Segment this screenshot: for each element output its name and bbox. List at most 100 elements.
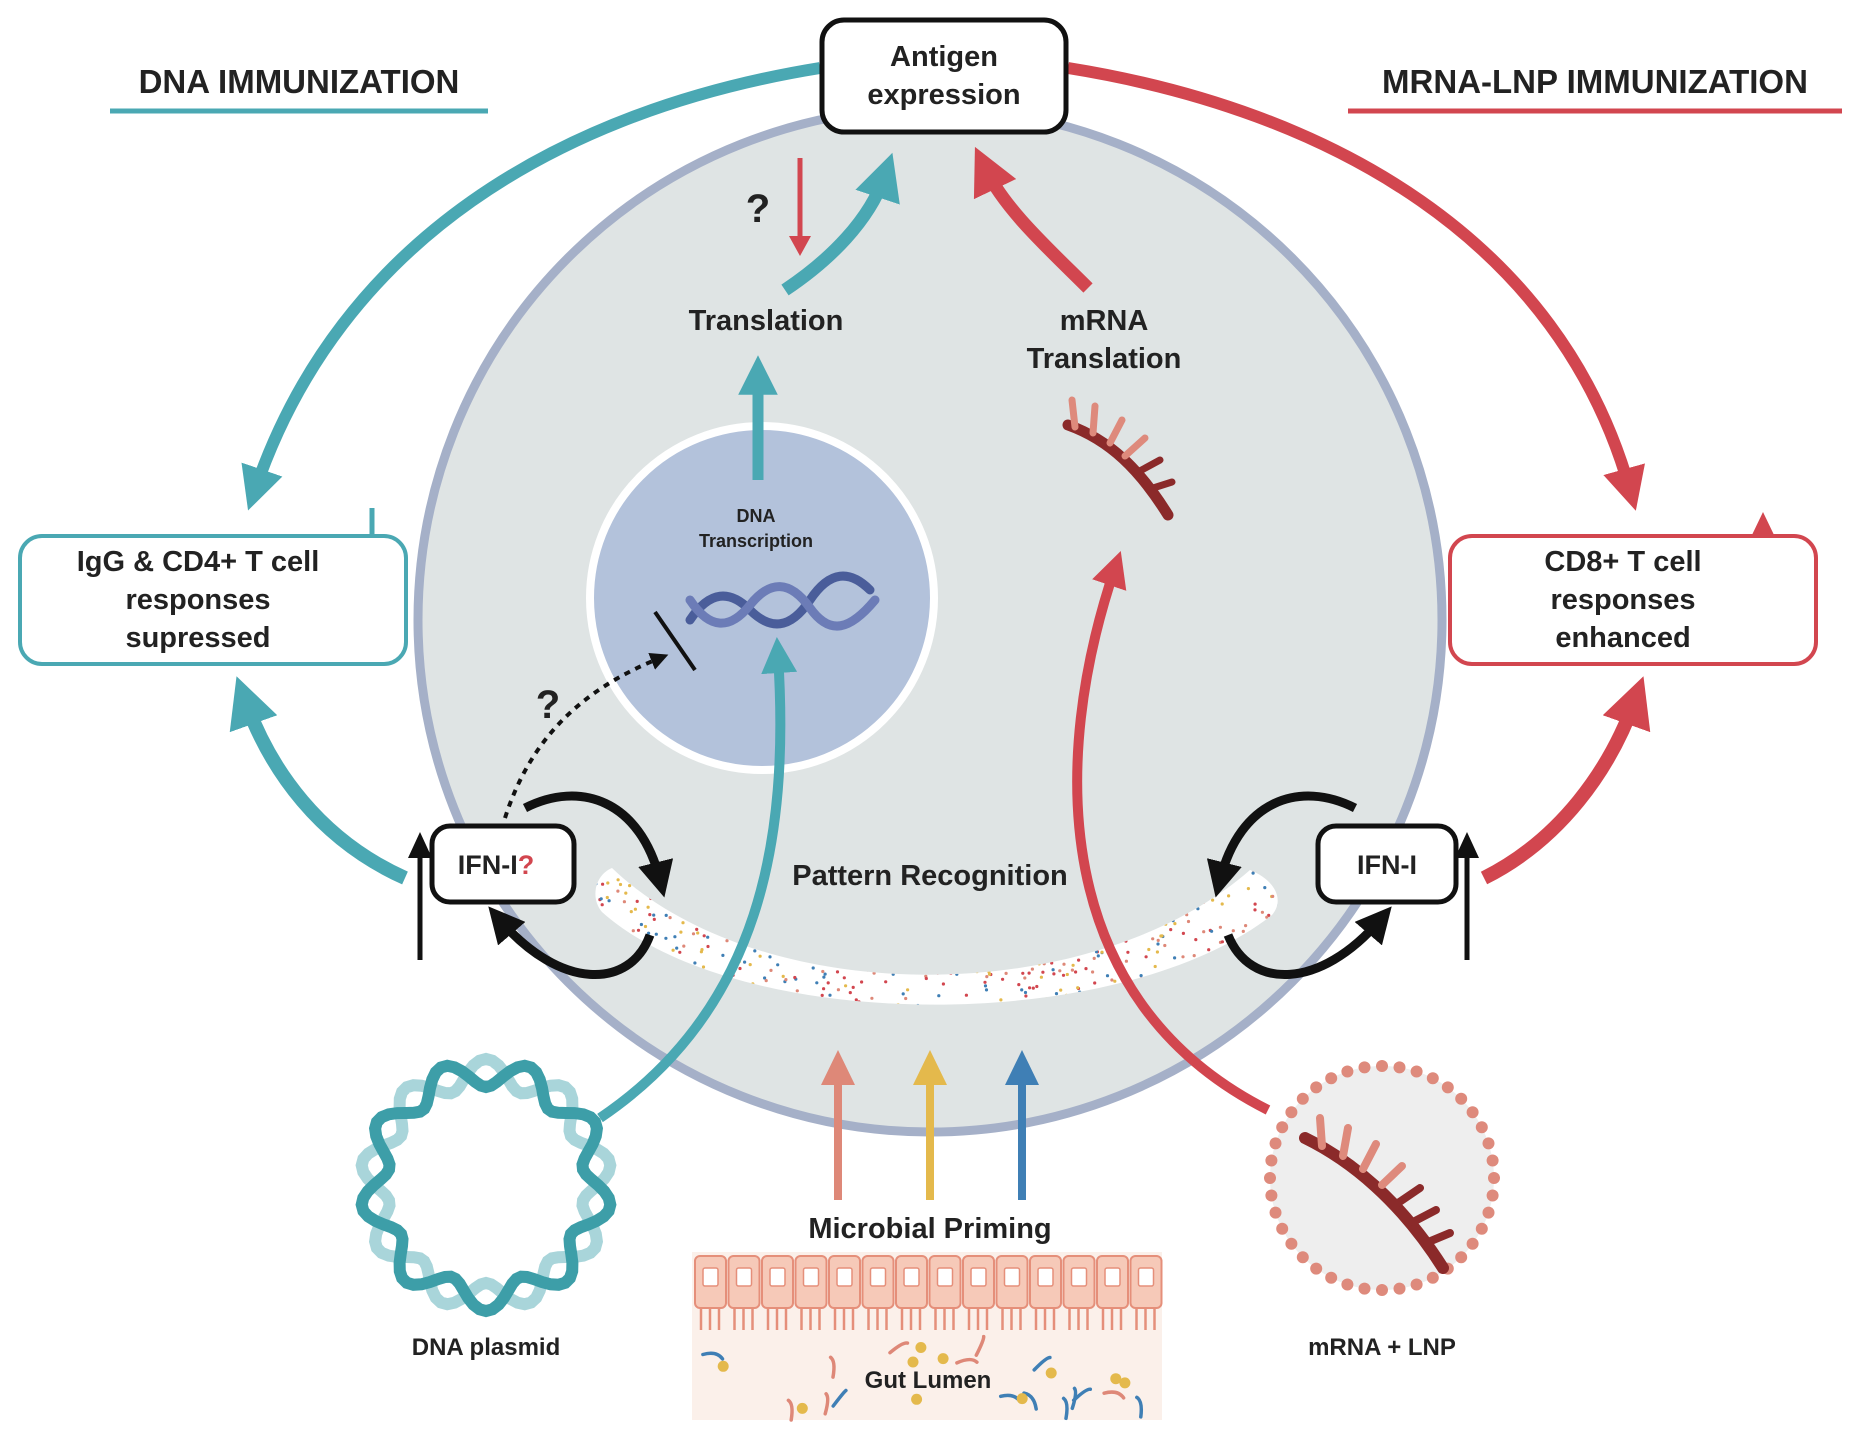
band-dot — [1054, 992, 1059, 996]
band-dot — [622, 900, 627, 904]
band-dot — [828, 993, 832, 997]
band-dot — [1231, 929, 1235, 933]
band-dot — [1210, 929, 1214, 933]
band-dot — [984, 988, 989, 992]
band-dot — [1093, 981, 1097, 985]
band-dot — [1074, 970, 1078, 974]
arrow-antigen-to-cd8 — [1067, 62, 1645, 511]
lipid-dot — [1269, 1137, 1282, 1150]
mrna-translation-line2: Translation — [1027, 343, 1182, 375]
band-dot — [815, 981, 819, 985]
band-dot — [1265, 915, 1269, 919]
band-dot — [639, 922, 644, 927]
band-dot — [1278, 1030, 1281, 1033]
band-dot — [1084, 967, 1088, 971]
microbe — [937, 1353, 949, 1365]
lipid-dot — [1410, 1278, 1423, 1291]
microbe — [701, 1351, 725, 1361]
band-dot — [764, 979, 768, 983]
band-dot — [1004, 971, 1008, 976]
lipid-dot — [1426, 1271, 1439, 1284]
lipid-dot — [1265, 1189, 1278, 1202]
epithelial-nucleus — [1070, 1267, 1088, 1287]
band-dot — [1173, 956, 1177, 960]
epithelial-nucleus — [903, 1267, 920, 1287]
microbe — [1110, 1373, 1122, 1385]
band-dot — [696, 931, 700, 935]
lipid-dot — [1466, 1106, 1479, 1119]
band-dot — [823, 972, 827, 976]
band-dot — [1028, 986, 1032, 990]
band-dot — [1268, 1010, 1271, 1013]
band-dot — [593, 1024, 596, 1027]
band-dot — [1241, 929, 1245, 934]
epithelial-nucleus — [936, 1267, 954, 1287]
band-dot — [695, 927, 699, 932]
band-dot — [822, 987, 826, 991]
microbe — [1045, 1367, 1057, 1379]
band-dot — [1030, 967, 1034, 971]
cd8-label-line1: CD8+ T cell — [1544, 546, 1701, 578]
band-dot — [781, 974, 785, 979]
microbe — [1022, 1391, 1038, 1411]
band-dot — [1153, 964, 1157, 969]
microbe — [828, 1355, 836, 1379]
mrna-header: MRNA-LNP IMMUNIZATION — [1382, 63, 1808, 100]
ifn-left-label: IFN-I? — [458, 850, 535, 880]
band-dot — [906, 988, 910, 992]
lipid-dot — [1265, 1154, 1278, 1167]
band-dot — [901, 992, 905, 996]
epithelial-nucleus — [735, 1267, 753, 1287]
antigen-label-line1: Antigen — [890, 41, 998, 73]
band-dot — [595, 1023, 598, 1026]
band-dot — [1051, 968, 1055, 972]
band-dot — [1271, 894, 1275, 899]
band-dot — [1218, 925, 1222, 929]
band-dot — [1196, 907, 1200, 911]
band-dot — [605, 895, 609, 900]
band-dot — [964, 993, 969, 997]
band-dot — [671, 948, 675, 952]
microbe — [1119, 1377, 1131, 1389]
lipid-dot — [1341, 1065, 1354, 1078]
band-dot — [1181, 931, 1185, 936]
microbe — [786, 1398, 794, 1422]
band-dot — [693, 961, 697, 965]
band-dot — [851, 985, 855, 990]
band-dot — [821, 969, 825, 974]
microbe — [1102, 1390, 1126, 1400]
igg-label-line3: supressed — [125, 622, 270, 654]
band-dot — [793, 975, 797, 980]
band-dot — [618, 882, 623, 887]
ifn-left-question-mark: ? — [518, 850, 535, 880]
band-dot — [758, 954, 762, 958]
band-dot — [795, 989, 799, 993]
band-dot — [1091, 970, 1095, 974]
band-dot — [681, 921, 685, 925]
microbe — [1135, 1395, 1144, 1419]
band-dot — [1021, 971, 1025, 975]
lipid-dot — [1310, 1081, 1323, 1094]
band-dot — [629, 910, 633, 914]
band-dot — [691, 932, 696, 936]
band-dot — [924, 976, 928, 981]
band-dot — [682, 944, 686, 948]
band-dot — [999, 998, 1003, 1002]
band-dot — [1110, 978, 1114, 982]
band-dot — [1031, 986, 1035, 990]
band-dot — [1270, 1011, 1273, 1014]
pattern-recognition-label: Pattern Recognition — [792, 860, 1068, 892]
band-dot — [1061, 973, 1066, 977]
band-dot — [1244, 924, 1248, 928]
band-dot — [826, 981, 830, 985]
arrow-ifn-to-cd8 — [1480, 676, 1651, 885]
epithelial-nucleus — [1037, 1267, 1054, 1287]
translation-label: Translation — [689, 305, 844, 337]
band-dot — [701, 965, 706, 969]
microbial-priming-label: Microbial Priming — [808, 1213, 1051, 1245]
lipid-dot — [1488, 1172, 1500, 1184]
dotted-ifn-to-transcription — [503, 652, 669, 819]
band-dot — [1096, 954, 1100, 958]
gut-epithelium-icon — [692, 1252, 1163, 1422]
lipid-dot — [1285, 1106, 1298, 1119]
